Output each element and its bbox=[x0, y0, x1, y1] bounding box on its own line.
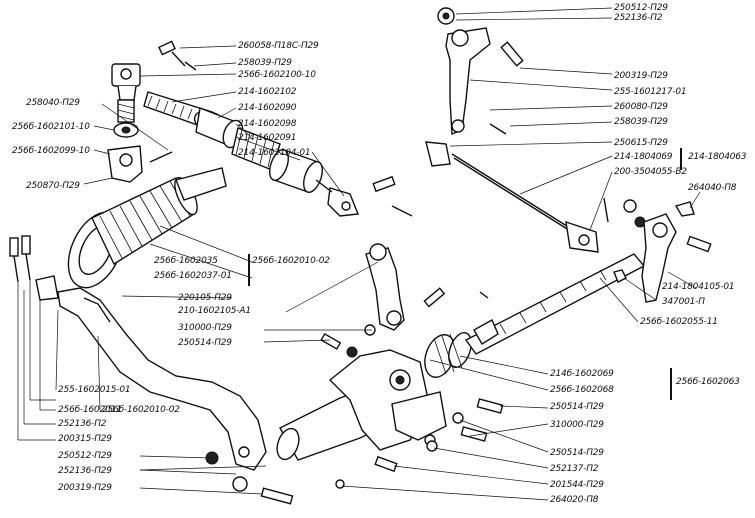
part-label-214-1602098: 214-1602098 bbox=[238, 119, 297, 129]
rocker-arm bbox=[365, 243, 405, 331]
column-sleeve bbox=[193, 107, 244, 149]
left-bolt-pair bbox=[9, 235, 31, 283]
part-label-310000-mid: 310000-П29 bbox=[178, 323, 232, 333]
rocker-small-pin bbox=[479, 291, 489, 299]
central-small-nut bbox=[346, 324, 376, 358]
part-label-2566-1602010-02-low: 256б-1602010-02 bbox=[102, 405, 180, 415]
part-label-214-1602102: 214-1602102 bbox=[238, 87, 297, 97]
right-bolts-group bbox=[335, 398, 504, 489]
part-label-252136-p2-top: 252136-П2 bbox=[614, 13, 663, 23]
right-end-bolt bbox=[686, 235, 712, 253]
part-label-2566-1602055: 256б-1602055-11 bbox=[640, 317, 718, 327]
part-label-250514-low: 250514-П29 bbox=[550, 448, 604, 458]
upper-right-bolt bbox=[500, 41, 524, 67]
part-label-250870: 250870-П29 bbox=[26, 181, 80, 191]
part-label-200319-low: 200319-П29 bbox=[58, 483, 112, 493]
column-bracket bbox=[107, 145, 143, 183]
right-small-nuts bbox=[623, 199, 695, 228]
part-label-2566-1602011: 256б-1602011 bbox=[58, 405, 122, 415]
part-label-214-1804063: 214-1804063 bbox=[688, 152, 747, 162]
part-label-250512-p29-top: 250512-П29 bbox=[614, 3, 668, 13]
part-label-258039-top: 258039-П29 bbox=[238, 58, 292, 68]
left-bracket-small bbox=[35, 275, 59, 301]
part-label-250615: 250615-П29 bbox=[614, 138, 668, 148]
column-cylinder bbox=[269, 149, 323, 193]
part-label-252136-left: 252136-П2 bbox=[58, 419, 107, 429]
part-label-264040: 264040-П8 bbox=[688, 183, 737, 193]
column-bolt-top bbox=[158, 40, 186, 67]
part-label-2566-1602068: 256б-1602068 bbox=[550, 385, 614, 395]
column-end-fork bbox=[315, 179, 359, 217]
column-splinter-pin bbox=[149, 151, 173, 163]
part-label-255-1602015: 255-1602015-01 bbox=[58, 385, 131, 395]
column-pin bbox=[184, 61, 197, 71]
part-label-250514-right: 250514-П29 bbox=[550, 402, 604, 412]
column-yoke-fork bbox=[111, 63, 141, 101]
part-label-2566-1602010-02-mid: 256б-1602010-02 bbox=[252, 256, 330, 266]
part-label-214-1602091: 214-1602091 bbox=[238, 133, 297, 143]
part-label-264020: 264020-П8 bbox=[550, 495, 599, 505]
main-pedal-lever bbox=[57, 287, 267, 471]
part-label-200-3504055: 200-3504055-В2 bbox=[614, 167, 687, 177]
part-label-214-1602090: 214-1602090 bbox=[238, 103, 297, 113]
splined-shaft-long bbox=[464, 253, 646, 355]
tie-rod bbox=[425, 141, 599, 253]
part-label-2146-1602069: 214б-1602069 bbox=[550, 369, 614, 379]
part-label-220105: 220105-П29 bbox=[178, 293, 232, 303]
part-label-260080: 260080-П29 bbox=[614, 102, 668, 112]
part-label-210-1602105: 210-1602105-А1 bbox=[178, 306, 251, 316]
part-label-200315: 200315-П29 bbox=[58, 434, 112, 444]
group-bracket-right bbox=[670, 368, 672, 400]
central-bolt-small bbox=[320, 332, 342, 350]
group-bracket-top-right bbox=[680, 148, 682, 170]
part-label-2566-1602100: 256б-1602100-10 bbox=[238, 70, 316, 80]
part-label-347001: 347001-П bbox=[662, 297, 705, 307]
column-spring-small bbox=[117, 99, 135, 123]
right-small-cotter bbox=[613, 269, 627, 283]
column-bolt-mid bbox=[372, 175, 396, 193]
column-cotter bbox=[391, 205, 413, 217]
part-label-310000-right: 310000-П29 bbox=[550, 420, 604, 430]
part-label-2566-1602037: 256б-1602037-01 bbox=[154, 271, 232, 281]
part-label-252136-low: 252136-П29 bbox=[58, 466, 112, 476]
upper-right-lever bbox=[445, 27, 491, 136]
rocker-bolt bbox=[423, 287, 446, 308]
part-label-250512-low: 250512-П29 bbox=[58, 451, 112, 461]
part-label-252137: 252137-П2 bbox=[550, 464, 599, 474]
lever-bottom-bolt bbox=[260, 487, 294, 505]
part-label-214-1804105: 214-1804105-01 bbox=[662, 282, 735, 292]
group-bracket-mid bbox=[248, 254, 250, 286]
part-label-260058: 260058-П18С-П29 bbox=[238, 41, 319, 51]
central-lower-bracket bbox=[391, 391, 447, 446]
part-label-250514-mid: 250514-П29 bbox=[178, 338, 232, 348]
top-right-nut bbox=[437, 7, 455, 25]
column-nut bbox=[113, 122, 139, 138]
central-hub bbox=[424, 332, 472, 378]
part-label-2566-1602035: 256б-1602035 bbox=[154, 256, 218, 266]
part-label-258039-right: 258039-П29 bbox=[614, 117, 668, 127]
leader-lines bbox=[17, 7, 701, 501]
worm-spline-shaft bbox=[175, 167, 227, 201]
part-label-255-1601217: 255-1601217-01 bbox=[614, 87, 687, 97]
upper-right-pin bbox=[489, 123, 507, 135]
part-label-2566-1602099: 256б-1602099-10 bbox=[12, 146, 90, 156]
right-drop-arm bbox=[641, 213, 677, 303]
part-label-201544: 201544-П29 bbox=[550, 480, 604, 490]
part-label-2566-1602063: 256б-1602063 bbox=[676, 377, 740, 387]
part-label-200319-top: 200319-П29 bbox=[614, 71, 668, 81]
tie-rod-pin bbox=[603, 197, 609, 223]
part-label-214-1804069: 214-1804069 bbox=[614, 152, 673, 162]
part-label-214-1602104: 214-1602104-01 bbox=[238, 148, 311, 158]
part-label-2566-1602101: 256б-1602101-10 bbox=[12, 122, 90, 132]
part-label-258040: 258040-П29 bbox=[26, 98, 80, 108]
